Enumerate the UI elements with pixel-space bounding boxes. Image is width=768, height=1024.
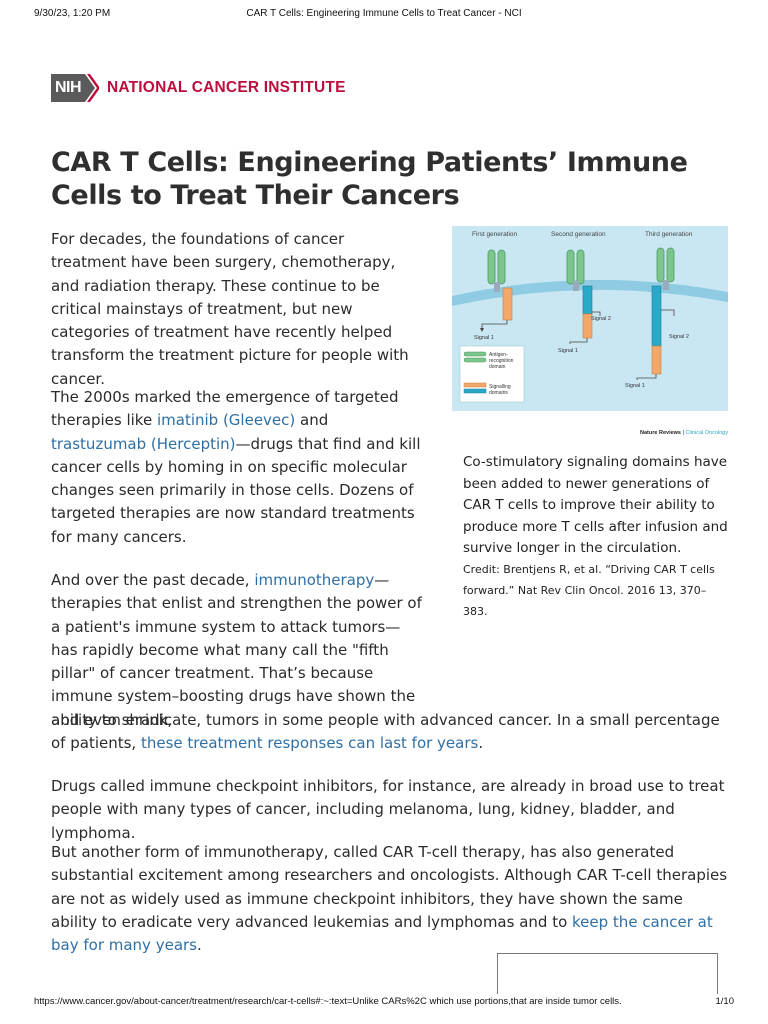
second-gen-signal-1: Signal 1 — [558, 348, 578, 354]
text-run: But another form of immunotherapy, calle… — [51, 843, 728, 931]
link-trastuzumab[interactable]: trastuzumab (Herceptin) — [51, 434, 236, 453]
car-t-generations-figure[interactable]: First generation Second generation Third… — [452, 226, 730, 441]
legend-signal-line-1: Signalling — [489, 384, 511, 390]
print-url: https://www.cancer.gov/about-cancer/trea… — [34, 996, 622, 1007]
nih-badge-text: NIH — [55, 79, 82, 96]
link-immunotherapy[interactable]: immunotherapy — [254, 571, 375, 589]
text-run: —drugs that find and kill cancer cells b… — [51, 434, 421, 546]
text-run: The 2000s marked the emergence of target… — [51, 388, 399, 430]
nci-name: NATIONAL CANCER INSTITUTE — [107, 79, 346, 96]
third-generation-car: Signal 2 Signal 1 — [625, 247, 689, 389]
caption-credit: Credit: Brentjens R, et al. “Driving CAR… — [463, 562, 715, 618]
nci-logo[interactable]: NIH NATIONAL CANCER INSTITUTE — [51, 74, 346, 102]
legend-signal-line-2: domains — [489, 390, 508, 396]
text-run: and — [295, 411, 329, 430]
paragraph-targeted-therapies: The 2000s marked the emergence of target… — [51, 386, 423, 549]
paragraph-immunotherapy: And over the past decade, immunotherapy—… — [51, 569, 423, 732]
text-run: . — [197, 936, 202, 955]
print-page-number: 1/10 — [715, 996, 735, 1007]
print-header: 9/30/23, 1:20 PM CAR T Cells: Engineerin… — [34, 8, 734, 22]
legend-antigen-line-3: domain — [489, 364, 506, 370]
first-generation-car: Signal 1 — [474, 249, 513, 341]
paragraph-immunotherapy-continued: and even eradicate, tumors in some peopl… — [51, 709, 731, 756]
link-keep-cancer-at-bay[interactable]: keep the cancer at bay for many years — [51, 912, 713, 955]
nih-badge: NIH — [51, 74, 99, 102]
print-page-title: CAR T Cells: Engineering Immune Cells to… — [246, 8, 522, 19]
legend-antigen-line-1: Antigen- — [489, 352, 508, 358]
second-gen-signal-2: Signal 2 — [591, 316, 611, 322]
print-footer: https://www.cancer.gov/about-cancer/trea… — [34, 996, 734, 1010]
link-imatinib[interactable]: imatinib (Gleevec) — [156, 411, 296, 430]
paragraph-intro: For decades, the foundations of cancer t… — [51, 230, 409, 388]
text-run: . — [478, 734, 484, 753]
text-run: And over the past decade, — [51, 571, 255, 589]
next-section-box — [497, 953, 718, 994]
second-generation-car: Signal 2 Signal 1 — [558, 249, 611, 354]
text-run: and even eradicate, tumors in some peopl… — [51, 711, 720, 753]
paragraph-checkpoint-inhibitors: Drugs called immune checkpoint inhibitor… — [51, 777, 725, 842]
page-title: CAR T Cells: Engineering Patients’ Immun… — [51, 147, 688, 211]
figure-source: Nature Reviews | Clinical Oncology — [640, 430, 728, 436]
first-gen-signal-1: Signal 1 — [474, 335, 494, 341]
figure-caption: Co-stimulatory signaling domains have be… — [463, 451, 728, 622]
link-treatment-responses[interactable]: these treatment responses can last for y… — [140, 734, 479, 753]
label-first-generation: First generation — [472, 231, 518, 238]
third-gen-signal-1: Signal 1 — [625, 383, 645, 389]
figure-legend: Antigen- recognition domain Signalling d… — [459, 345, 525, 403]
text-run: —therapies that enlist and strengthen th… — [51, 571, 422, 729]
paragraph-car-t: But another form of immunotherapy, calle… — [51, 841, 731, 957]
third-gen-signal-2: Signal 2 — [669, 334, 689, 340]
print-datetime: 9/30/23, 1:20 PM — [34, 8, 111, 19]
label-third-generation: Third generation — [645, 231, 693, 238]
legend-antigen-line-2: recognition — [489, 358, 514, 364]
label-second-generation: Second generation — [551, 231, 606, 238]
caption-text: Co-stimulatory signaling domains have be… — [463, 454, 728, 556]
